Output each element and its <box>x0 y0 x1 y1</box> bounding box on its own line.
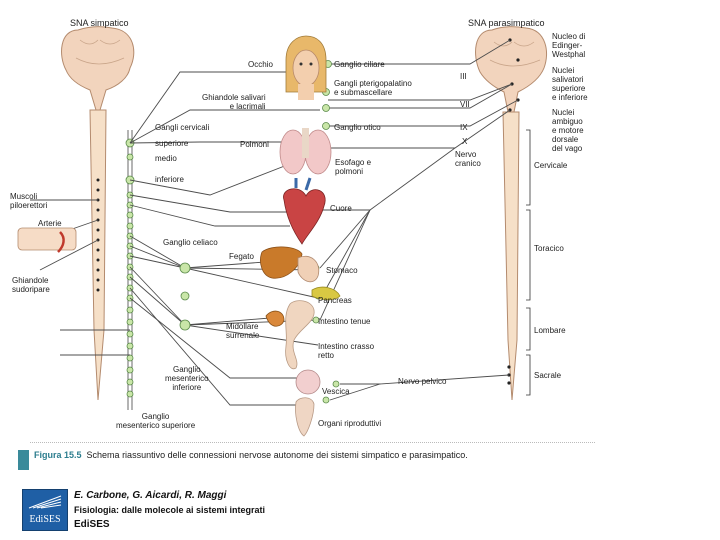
label-superiore: superiore <box>155 139 189 148</box>
label-occhio: Occhio <box>248 60 273 69</box>
label-nervo-cranico: Nervo cranico <box>455 150 481 168</box>
label-ganglio-celiaco: Ganglio celiaco <box>163 238 218 247</box>
label-ganglio-ciliare: Ganglio ciliare <box>334 60 385 69</box>
segment-brackets <box>526 129 531 396</box>
book-credits: E. Carbone, G. Aicardi, R. Maggi Fisiolo… <box>74 489 265 531</box>
label-vescica: Vescica <box>322 387 350 396</box>
liver-illustration <box>260 246 303 279</box>
heart-illustration <box>283 177 326 245</box>
label-inferiore: inferiore <box>155 175 184 184</box>
label-medio: medio <box>155 154 177 163</box>
parasympathetic-brain <box>475 26 548 113</box>
label-nerve-IX: IX <box>460 123 468 132</box>
sympathetic-nerves <box>30 71 320 406</box>
label-fegato: Fegato <box>229 252 254 261</box>
label-ganglio-mes-sup: Ganglio mesenterico superiore <box>116 412 196 430</box>
cord-neurons-sympathetic <box>96 178 100 292</box>
label-ghiandole-sudoripare: Ghiandole sudoripare <box>12 276 50 294</box>
label-polmoni: Polmoni <box>240 140 269 149</box>
label-stomaco: Stomaco <box>326 266 358 275</box>
caption-text-line: Figura 15.5 Schema riassuntivo delle con… <box>34 450 468 461</box>
label-gangli-cervicali: Gangli cervicali <box>155 123 210 132</box>
label-nerve-X: X <box>462 137 468 146</box>
bladder-illustration <box>295 369 321 395</box>
caption-rule <box>30 442 595 443</box>
label-midollare: Midollare surrenale <box>226 322 260 340</box>
caption-accent-bar <box>18 450 29 470</box>
logo-lines-icon <box>28 495 62 509</box>
autonomic-diagram <box>17 26 548 437</box>
authors: E. Carbone, G. Aicardi, R. Maggi <box>74 490 227 501</box>
label-nervo-pelvico: Nervo pelvico <box>398 377 447 386</box>
parasympathetic-spinal-cord <box>502 111 520 401</box>
arm-illustration <box>17 227 77 253</box>
caption-text: Schema riassuntivo delle connessioni ner… <box>86 450 468 460</box>
label-ganglio-otico: Ganglio otico <box>334 123 381 132</box>
label-cuore: Cuore <box>330 204 352 213</box>
lungs-illustration <box>279 128 332 175</box>
label-nuclei-salivatori: Nuclei salivatori superiore e inferiore <box>552 66 588 102</box>
label-toracico: Toracico <box>534 244 564 253</box>
label-esofago: Esofago e polmoni <box>335 158 372 176</box>
stomach-illustration <box>297 255 320 283</box>
label-ghiandole-salivari: Ghiandole salivari e lacrimali <box>202 93 266 111</box>
label-muscoli-piloerettori: Muscoli piloerettori <box>10 192 48 210</box>
book-title: Fisiologia: dalle molecole ai sistemi in… <box>74 505 266 515</box>
intestine-illustration <box>285 300 315 370</box>
label-sacrale: Sacrale <box>534 371 562 380</box>
adrenal-illustration <box>265 310 285 327</box>
label-organi-riproduttivi: Organi riproduttivi <box>318 419 382 428</box>
prevertebral-ganglia <box>179 262 191 331</box>
parasympathetic-nerves <box>319 39 519 401</box>
parasympathetic-title: SNA parasimpatico <box>468 18 545 28</box>
pancreas-illustration <box>311 286 341 301</box>
logo-text: EdiSES <box>29 514 61 525</box>
label-nerve-III: III <box>460 72 467 81</box>
publisher-name: EdiSES <box>74 519 110 530</box>
label-arterie: Arterie <box>38 219 62 228</box>
label-gangli-pterigo: Gangli pterigopalatino e submascellare <box>334 79 412 97</box>
label-nuclei-ambiguo: Nuclei ambiguo e motore dorsale del vago <box>552 108 584 153</box>
head-illustration <box>285 35 327 100</box>
publisher-logo: EdiSES <box>22 489 68 531</box>
sympathetic-title: SNA simpatico <box>70 18 129 28</box>
figure-caption: Figura 15.5 Schema riassuntivo delle con… <box>16 444 606 470</box>
label-pancreas: Pancreas <box>318 296 352 305</box>
reproductive-illustration <box>295 397 315 437</box>
sympathetic-spinal-cord <box>89 109 107 401</box>
figure-number: Figura 15.5 <box>34 450 82 460</box>
label-nerve-VII: VII <box>460 100 470 109</box>
label-intestino-tenue: Intestino tenue <box>318 317 371 326</box>
chain-ganglia <box>125 138 135 398</box>
label-lombare: Lombare <box>534 326 566 335</box>
label-nucleo-ew: Nucleo di Edinger- Westphal <box>552 32 586 59</box>
label-cervicale: Cervicale <box>534 161 568 170</box>
label-ganglio-mes-inf: Ganglio mesenterico inferiore <box>165 365 209 392</box>
label-intestino-crasso: Intestino crasso retto <box>318 342 375 360</box>
sympathetic-brain <box>61 26 135 111</box>
